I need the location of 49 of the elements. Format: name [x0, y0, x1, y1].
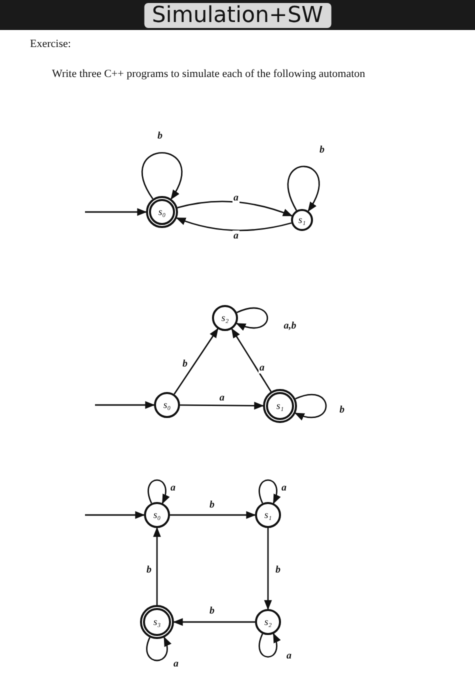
- edge-label: b: [274, 564, 282, 576]
- transition-arrow: [180, 402, 264, 410]
- self-loop-arrow: [294, 394, 327, 420]
- self-loop-arrow: [142, 152, 182, 200]
- state-circle: s₀: [144, 502, 170, 528]
- self-loop-arrow: [258, 479, 280, 504]
- transition-arrow: [174, 328, 218, 395]
- edge-label: a: [232, 230, 240, 242]
- edge-label: a: [170, 482, 176, 494]
- start-arrow: [85, 511, 145, 519]
- edge-label: a,b: [282, 320, 298, 332]
- instruction-text: Write three C++ programs to simulate each of the following automaton: [52, 68, 366, 80]
- edge-label: b: [338, 404, 346, 416]
- edge-label: b: [208, 606, 216, 616]
- accepting-state-circle: s₁: [263, 389, 297, 423]
- title: Simulation+SW: [144, 3, 332, 28]
- edge-label: b: [146, 564, 152, 576]
- edge-label: a: [280, 482, 288, 494]
- self-loop-arrow: [236, 307, 268, 330]
- transition-arrow: [170, 511, 256, 519]
- edge-label: a: [218, 392, 226, 404]
- edge-label: a: [232, 192, 240, 204]
- self-loop-arrow: [146, 636, 171, 662]
- state-circle: s₀: [154, 392, 180, 418]
- edge-label: a: [258, 362, 266, 374]
- start-arrow: [95, 401, 155, 409]
- edge-label: b: [318, 144, 326, 156]
- transition-arrow: [264, 528, 272, 610]
- accepting-state-circle: s₃: [140, 605, 174, 639]
- heading-text: Exercise:: [30, 38, 71, 50]
- transition-arrow: [231, 328, 272, 392]
- state-circle: s₂: [212, 305, 238, 331]
- edge-label: b: [208, 500, 216, 510]
- state-circle: s₂: [255, 609, 281, 635]
- transition-arrow: [176, 217, 292, 232]
- transition-arrow: [177, 200, 293, 216]
- edge-label: b: [182, 358, 188, 370]
- edge-label: a: [172, 658, 180, 670]
- self-loop-arrow: [287, 166, 320, 212]
- accepting-state-circle: s₀: [146, 196, 178, 228]
- start-arrow: [85, 208, 147, 216]
- self-loop-arrow: [258, 632, 280, 658]
- edge-label: a: [286, 650, 292, 662]
- edge-label: b: [156, 130, 164, 142]
- self-loop-arrow: [148, 479, 170, 504]
- state-circle: s₁: [255, 502, 281, 528]
- transition-arrow: [153, 527, 161, 605]
- transition-arrow: [173, 618, 255, 626]
- state-circle: s₁: [291, 209, 313, 231]
